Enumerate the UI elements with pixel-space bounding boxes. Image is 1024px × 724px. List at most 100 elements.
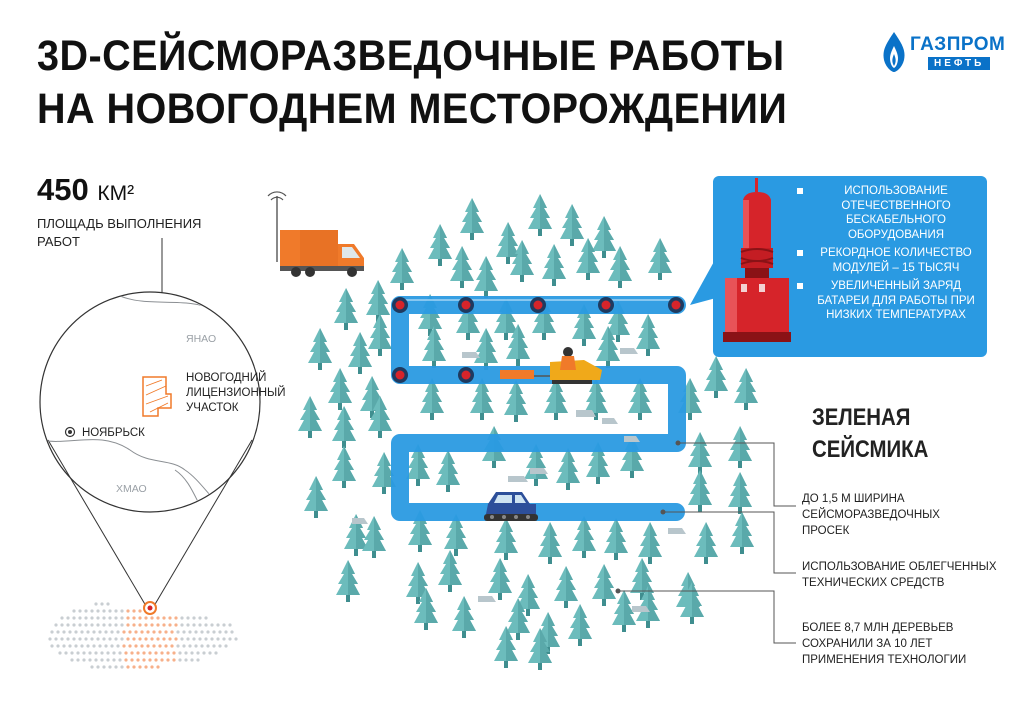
tree-icon bbox=[308, 328, 332, 370]
tree-icon bbox=[298, 396, 322, 438]
map-dot bbox=[212, 630, 216, 634]
map-dot bbox=[56, 644, 60, 648]
map-dot bbox=[218, 644, 222, 648]
title-line-2: НА НОВОГОДНЕМ МЕСТОРОЖДЕНИИ bbox=[37, 85, 788, 133]
tree-icon bbox=[474, 328, 498, 370]
map-dot bbox=[74, 644, 78, 648]
map-dot bbox=[96, 623, 100, 627]
tree-icon bbox=[572, 516, 596, 558]
license-area-shape bbox=[142, 376, 172, 417]
note-clearing-width: ДО 1,5 М ШИРИНА СЕЙСМОРАЗВЕДОЧНЫХ ПРОСЕК bbox=[802, 493, 940, 537]
field-label-2: ЛИЦЕНЗИОННЫЙ bbox=[186, 386, 286, 399]
map-dot bbox=[216, 623, 220, 627]
map-dot bbox=[90, 616, 94, 620]
tree-icon bbox=[538, 522, 562, 564]
map-dot bbox=[140, 630, 144, 634]
map-dot bbox=[108, 637, 112, 641]
map-dot bbox=[60, 637, 64, 641]
map-dot bbox=[84, 616, 88, 620]
map-dot bbox=[120, 609, 124, 613]
tree-icon bbox=[304, 476, 328, 518]
tree-icon bbox=[422, 326, 446, 368]
map-dot bbox=[60, 623, 64, 627]
area-number: 450 bbox=[37, 172, 89, 207]
map-dot bbox=[84, 623, 88, 627]
tree-icon bbox=[730, 512, 754, 554]
map-dot bbox=[130, 658, 134, 662]
map-dot bbox=[128, 644, 132, 648]
map-dot bbox=[168, 637, 172, 641]
map-dot bbox=[50, 644, 54, 648]
map-dot bbox=[120, 623, 124, 627]
map-dot bbox=[112, 658, 116, 662]
map-dot bbox=[152, 630, 156, 634]
map-dot bbox=[144, 616, 148, 620]
map-dot bbox=[190, 658, 194, 662]
map-dot bbox=[224, 630, 228, 634]
tree-icon bbox=[334, 288, 358, 330]
map-dot bbox=[50, 630, 54, 634]
green-title-line-1: ЗЕЛЕНАЯ bbox=[812, 404, 911, 431]
map-dot bbox=[102, 609, 106, 613]
map-dot bbox=[78, 637, 82, 641]
map-dot bbox=[76, 658, 80, 662]
callout-pointer bbox=[690, 258, 716, 305]
map-dot bbox=[152, 644, 156, 648]
map-dot bbox=[86, 644, 90, 648]
note-trees-saved: БОЛЕЕ 8,7 МЛН ДЕРЕВЬЕВ СОХРАНИЛИ ЗА 10 Л… bbox=[802, 622, 967, 666]
equipment-callout: ИСПОЛЬЗОВАНИЕ ОТЕЧЕСТВЕННОГО БЕСКАБЕЛЬНО… bbox=[713, 176, 987, 357]
map-dot bbox=[66, 616, 70, 620]
tracked-vehicle-icon bbox=[484, 492, 538, 521]
map-dot bbox=[170, 630, 174, 634]
tree-icon bbox=[332, 446, 356, 488]
map-dot bbox=[214, 651, 218, 655]
map-dot bbox=[138, 623, 142, 627]
map-dot bbox=[126, 616, 130, 620]
map-dot bbox=[126, 637, 130, 641]
map-dot bbox=[128, 630, 132, 634]
map-dot bbox=[144, 623, 148, 627]
map-dot bbox=[166, 651, 170, 655]
area-label: ПЛОЩАДЬ ВЫПОЛНЕНИЯ РАБОТ bbox=[37, 216, 202, 249]
seismic-sensor-icon bbox=[723, 178, 791, 342]
map-dot bbox=[200, 644, 204, 648]
map-dot bbox=[196, 658, 200, 662]
map-dot bbox=[208, 651, 212, 655]
sensor-marker-icon bbox=[458, 367, 474, 383]
map-dot bbox=[66, 637, 70, 641]
map-dot bbox=[142, 658, 146, 662]
map-dot bbox=[218, 630, 222, 634]
map-dot bbox=[150, 637, 154, 641]
map-dot bbox=[106, 658, 110, 662]
map-dot bbox=[94, 651, 98, 655]
map-dot bbox=[138, 609, 142, 613]
field-label-1: НОВОГОДНИЙ bbox=[186, 371, 266, 384]
map-dot bbox=[58, 651, 62, 655]
map-dot bbox=[234, 637, 238, 641]
tree-icon bbox=[438, 550, 462, 592]
map-dot bbox=[124, 658, 128, 662]
map-dot bbox=[180, 623, 184, 627]
map-dot bbox=[92, 630, 96, 634]
map-dot bbox=[132, 616, 136, 620]
map-dot bbox=[160, 658, 164, 662]
map-dot bbox=[78, 616, 82, 620]
map-dot bbox=[202, 651, 206, 655]
map-dot bbox=[136, 658, 140, 662]
map-dot bbox=[200, 630, 204, 634]
tree-icon bbox=[366, 280, 390, 322]
map-dot bbox=[132, 623, 136, 627]
map-dot bbox=[168, 616, 172, 620]
tree-icon bbox=[592, 216, 616, 258]
green-title-line-2: СЕЙСМИКА bbox=[812, 436, 929, 463]
map-dot bbox=[198, 623, 202, 627]
map-dot bbox=[72, 637, 76, 641]
map-dot bbox=[192, 616, 196, 620]
map-dot bbox=[90, 637, 94, 641]
map-dot bbox=[156, 665, 160, 669]
tree-icon bbox=[504, 380, 528, 422]
map-dot bbox=[228, 623, 232, 627]
tree-icon bbox=[528, 194, 552, 236]
map-dot bbox=[116, 630, 120, 634]
map-dot bbox=[154, 658, 158, 662]
